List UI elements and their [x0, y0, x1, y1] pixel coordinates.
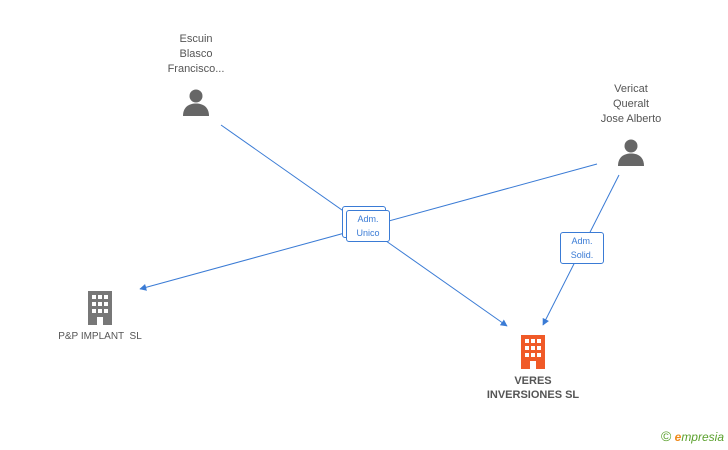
empresia-logo: © empresia [660, 428, 724, 444]
company-node-veres-inversiones[interactable]: VERES INVERSIONES SL [470, 334, 596, 402]
person-icon [183, 89, 209, 116]
person-name-label: Escuin Blasco Francisco... [167, 33, 225, 75]
person-icon [618, 139, 644, 166]
company-node-pp-implant[interactable]: P&P IMPLANT SL [40, 290, 160, 342]
building-icon [88, 291, 112, 325]
copyright-icon: © [660, 428, 672, 444]
role-badge-adm-unico[interactable]: Adm. Unico [346, 210, 390, 242]
person-name-label: Vericat Queralt Jose Alberto [600, 83, 662, 125]
building-icon [521, 335, 545, 369]
person-node-escuin[interactable]: Escuin Blasco Francisco... [150, 32, 242, 117]
person-node-vericat[interactable]: Vericat Queralt Jose Alberto [585, 82, 677, 167]
company-name-label: VERES INVERSIONES SL [486, 375, 580, 401]
company-name-label: P&P IMPLANT SL [58, 331, 142, 342]
role-badge-adm-solid[interactable]: Adm. Solid. [560, 232, 604, 264]
